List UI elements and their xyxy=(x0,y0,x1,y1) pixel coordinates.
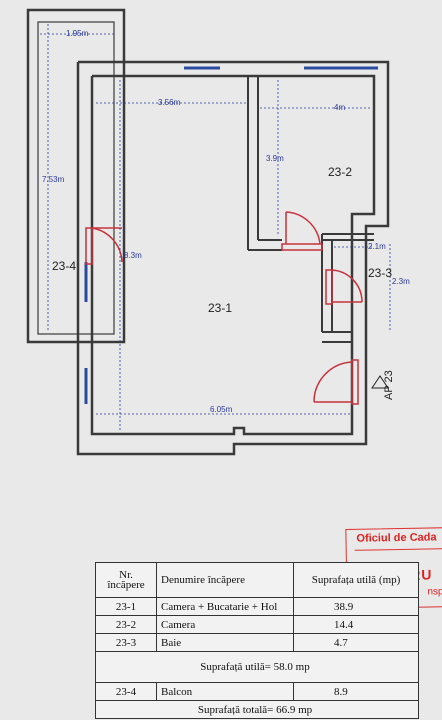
dim-room1-bottom-width: 6.05m xyxy=(210,405,233,414)
row-name: Camera + Bucatarie + Hol xyxy=(156,597,294,616)
balcony-nr: 23-4 xyxy=(95,682,157,701)
doors xyxy=(85,211,363,405)
dim-room3-height: 2.3m xyxy=(392,277,410,286)
rooms-area-table: Nr. încăpere Denumire încăpere Suprafața… xyxy=(95,562,419,719)
row-area: 14.4 xyxy=(293,615,419,634)
dim-room3-width: 2.1m xyxy=(368,242,386,251)
room-label-23-3: 23-3 xyxy=(368,266,392,280)
interior-walls xyxy=(247,76,374,343)
row-name: Baie xyxy=(156,633,294,652)
table-row: 23-1 Camera + Bucatarie + Hol 38.9 xyxy=(95,597,419,616)
apartment-entry-marker: AP 23 xyxy=(371,370,395,400)
stamp-line-1: Oficiul de Cada xyxy=(356,531,437,545)
useful-total-row: Suprafață utilă= 58.0 mp xyxy=(95,651,419,683)
row-area: 38.9 xyxy=(293,597,419,616)
grand-total: Suprafață totală= 66.9 mp xyxy=(95,700,419,719)
row-name: Camera xyxy=(156,615,294,634)
dim-room2-width: 4m xyxy=(334,103,345,112)
balcony-name: Balcon xyxy=(156,682,294,701)
balcony-area: 8.9 xyxy=(293,682,419,701)
balcony-outline xyxy=(26,8,126,344)
apartment-label: AP 23 xyxy=(383,370,395,400)
table-row: 23-2 Camera 14.4 xyxy=(95,615,419,634)
header-area: Suprafața utilă (mp) xyxy=(293,562,419,598)
floor-plan: 23-1 23-2 23-3 23-4 1.95m 7.53m 3.56m 8.… xyxy=(26,8,410,456)
row-area: 4.7 xyxy=(293,633,419,652)
table-row: 23-3 Baie 4.7 xyxy=(95,633,419,652)
stamp-divider xyxy=(354,548,442,551)
room-label-23-4: 23-4 xyxy=(52,259,76,273)
row-nr: 23-1 xyxy=(95,597,157,616)
dim-room1-height: 8.3m xyxy=(124,251,142,260)
useful-total: Suprafață utilă= 58.0 mp xyxy=(95,651,419,683)
stamp-line-3: nsp xyxy=(427,586,442,598)
dim-balcony-width: 1.95m xyxy=(66,29,89,38)
row-nr: 23-2 xyxy=(95,615,157,634)
table-header-row: Nr. încăpere Denumire încăpere Suprafața… xyxy=(95,562,419,598)
grand-total-row: Suprafață totală= 66.9 mp xyxy=(95,700,419,719)
table-row: 23-4 Balcon 8.9 xyxy=(95,682,419,701)
room-label-23-2: 23-2 xyxy=(328,165,352,179)
room-label-23-1: 23-1 xyxy=(208,301,232,315)
windows xyxy=(84,66,378,404)
row-nr: 23-3 xyxy=(95,633,157,652)
header-nr: Nr. încăpere xyxy=(95,562,157,598)
dim-balcony-length: 7.53m xyxy=(42,175,65,184)
header-name: Denumire încăpere xyxy=(156,562,294,598)
exterior-walls xyxy=(76,60,390,456)
dim-room2-height: 3.9m xyxy=(266,154,284,163)
dimension-lines xyxy=(40,24,391,430)
dim-room1-top-width: 3.56m xyxy=(158,98,181,107)
